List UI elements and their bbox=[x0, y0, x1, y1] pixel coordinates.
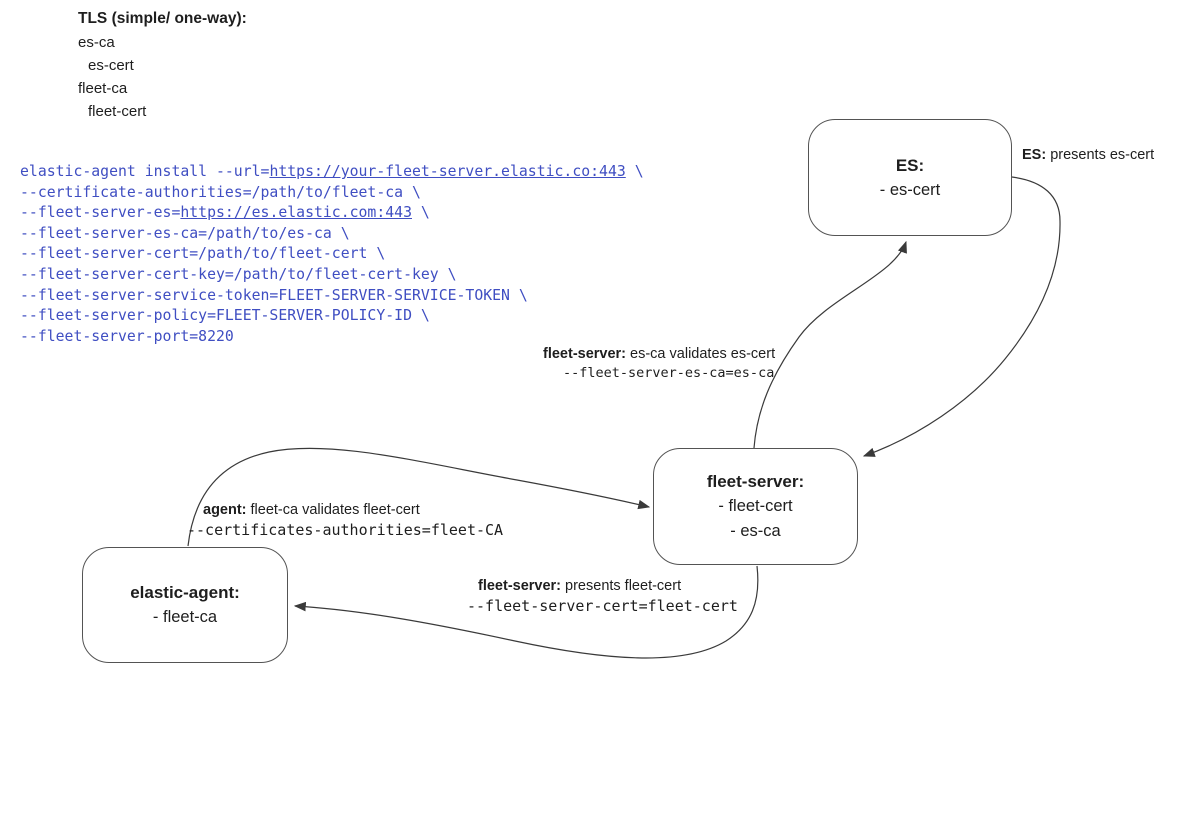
command-line: --fleet-server-es-ca=/path/to/es-ca \ bbox=[20, 224, 644, 245]
command-text: --fleet-server-policy=FLEET-SERVER-POLIC… bbox=[20, 307, 430, 325]
command-line: elastic-agent install --url=https://your… bbox=[20, 162, 644, 183]
edge-label-text: fleet-server: es-ca validates es-cert bbox=[543, 345, 775, 363]
edge-label-fleet-server-presents-cert: fleet-server: presents fleet-cert --flee… bbox=[467, 577, 738, 615]
command-text: --fleet-server-service-token=FLEET-SERVE… bbox=[20, 286, 528, 304]
command-text: --fleet-server-port=8220 bbox=[20, 327, 234, 345]
edge-fleet-server-presents-cert-arrow bbox=[293, 565, 759, 659]
fleet-server-url-link[interactable]: https://your-fleet-server.elastic.co:443 bbox=[269, 163, 626, 180]
edge-label-es-presents-cert: ES: presents es-cert bbox=[1022, 146, 1154, 164]
command-text: \ bbox=[625, 163, 644, 180]
edge-label-rest: presents es-cert bbox=[1046, 147, 1155, 163]
node-fleet-server: fleet-server: - fleet-cert - es-ca bbox=[653, 448, 858, 565]
command-text: elastic-agent install --url= bbox=[20, 163, 270, 180]
edge-label-rest: fleet-ca validates fleet-cert bbox=[246, 502, 420, 518]
command-text: --fleet-server-es= bbox=[20, 204, 181, 222]
legend-item-fleet-cert: fleet-cert bbox=[88, 103, 147, 120]
edge-agent-validates-fleet-cert-arrow bbox=[187, 447, 651, 547]
edge-label-bold: fleet-server: bbox=[478, 578, 562, 594]
node-elastic-agent-line: - fleet-ca bbox=[152, 608, 218, 626]
node-elastic-agent: elastic-agent: - fleet-ca bbox=[82, 547, 288, 663]
edge-label-agent-validates-fleet-cert: agent: fleet-ca validates fleet-cert --c… bbox=[187, 501, 503, 539]
edge-fleet-server-validates-es-arrow bbox=[753, 240, 907, 449]
node-es: ES: - es-cert bbox=[808, 119, 1012, 236]
edge-label-text: fleet-server: presents fleet-cert bbox=[478, 577, 738, 595]
command-line: --fleet-server-port=8220 bbox=[20, 327, 644, 348]
node-fleet-server-line: - es-ca bbox=[730, 522, 781, 540]
edge-label-flag: --certificates-authorities=fleet-CA bbox=[187, 521, 504, 539]
command-line: --fleet-server-policy=FLEET-SERVER-POLIC… bbox=[20, 306, 644, 327]
edge-label-rest: es-ca validates es-cert bbox=[626, 346, 776, 362]
command-line: --certificate-authorities=/path/to/fleet… bbox=[20, 183, 644, 204]
tls-legend: TLS (simple/ one-way): es-ca es-cert fle… bbox=[78, 7, 247, 123]
command-text: --fleet-server-cert=/path/to/fleet-cert … bbox=[20, 245, 386, 263]
legend-heading: TLS (simple/ one-way): bbox=[78, 10, 247, 27]
node-es-title: ES: bbox=[895, 155, 925, 175]
command-text: \ bbox=[411, 204, 430, 222]
command-line: --fleet-server-service-token=FLEET-SERVE… bbox=[20, 286, 644, 307]
edge-label-bold: fleet-server: bbox=[543, 346, 627, 362]
node-es-line: - es-cert bbox=[879, 180, 941, 199]
edge-label-bold: agent: bbox=[203, 502, 247, 518]
edge-label-bold: ES: bbox=[1022, 147, 1047, 163]
command-text: --fleet-server-es-ca=/path/to/es-ca \ bbox=[20, 224, 350, 242]
command-text: --certificate-authorities=/path/to/fleet… bbox=[20, 183, 421, 201]
edge-label-text: agent: fleet-ca validates fleet-cert bbox=[203, 501, 503, 519]
legend-item-fleet-ca: fleet-ca bbox=[78, 80, 128, 97]
edge-label-flag: --fleet-server-cert=fleet-cert bbox=[467, 597, 738, 615]
edge-label-flag: --fleet-server-es-ca=es-ca bbox=[563, 365, 775, 381]
elastic-agent-install-command: elastic-agent install --url=https://your… bbox=[20, 162, 644, 347]
edge-label-rest: presents fleet-cert bbox=[561, 578, 682, 594]
edge-label-text: ES: presents es-cert bbox=[1022, 146, 1154, 164]
command-line: --fleet-server-cert-key=/path/to/fleet-c… bbox=[20, 265, 644, 286]
command-line: --fleet-server-cert=/path/to/fleet-cert … bbox=[20, 244, 644, 265]
edge-es-presents-cert-arrow bbox=[862, 176, 1061, 457]
es-url-link[interactable]: https://es.elastic.com:443 bbox=[180, 204, 412, 222]
node-fleet-server-title: fleet-server: bbox=[706, 472, 805, 491]
node-elastic-agent-title: elastic-agent: bbox=[130, 583, 240, 602]
command-line: --fleet-server-es=https://es.elastic.com… bbox=[20, 203, 644, 224]
legend-item-es-ca: es-ca bbox=[78, 34, 115, 51]
edge-label-fleet-server-validates-es-cert: fleet-server: es-ca validates es-cert --… bbox=[543, 345, 775, 381]
legend-item-es-cert: es-cert bbox=[88, 57, 134, 74]
command-text: --fleet-server-cert-key=/path/to/fleet-c… bbox=[20, 265, 457, 283]
node-fleet-server-line: - fleet-cert bbox=[718, 497, 793, 515]
